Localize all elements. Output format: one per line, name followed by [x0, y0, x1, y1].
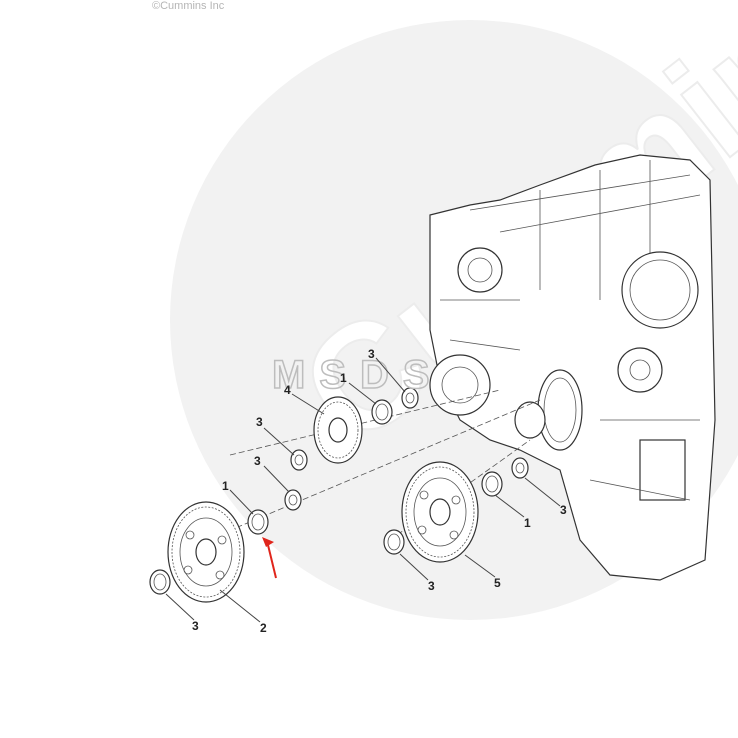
- washer-3-bottom-left: [149, 569, 171, 595]
- gear-5: [401, 461, 479, 563]
- callout-3-right: 3: [560, 503, 567, 517]
- bushing-1-low: [247, 509, 269, 535]
- indicator-arrow: [262, 537, 277, 579]
- bushing-1-right: [481, 471, 503, 497]
- callout-3-bottom-center: 3: [428, 579, 435, 593]
- callout-4: 4: [284, 383, 291, 397]
- washer-3-top: [401, 387, 419, 409]
- callout-3-top: 3: [368, 347, 375, 361]
- callout-1-top: 1: [340, 371, 347, 385]
- callout-3-bottom-left: 3: [192, 619, 199, 633]
- bushing-1-top: [371, 399, 393, 425]
- callout-1-low: 1: [222, 479, 229, 493]
- callout-2: 2: [260, 621, 267, 635]
- washer-3-mid: [290, 449, 308, 471]
- engine-housing: [429, 154, 716, 581]
- callout-1-right: 1: [524, 516, 531, 530]
- washer-3-low: [284, 489, 302, 511]
- callout-5: 5: [494, 576, 501, 590]
- callout-3-mid: 3: [256, 415, 263, 429]
- gear-4: [313, 396, 363, 464]
- washer-3-right: [511, 457, 529, 479]
- callout-3-low: 3: [254, 454, 261, 468]
- copyright-text: ©Cummins Inc: [152, 0, 225, 12]
- leader-lines: [165, 357, 561, 623]
- washer-3-bottom-center: [383, 529, 405, 555]
- gear-2: [167, 501, 245, 603]
- callout-labels: 1 3 4 3 3 1 3 2 1 3 3 5: [192, 347, 567, 635]
